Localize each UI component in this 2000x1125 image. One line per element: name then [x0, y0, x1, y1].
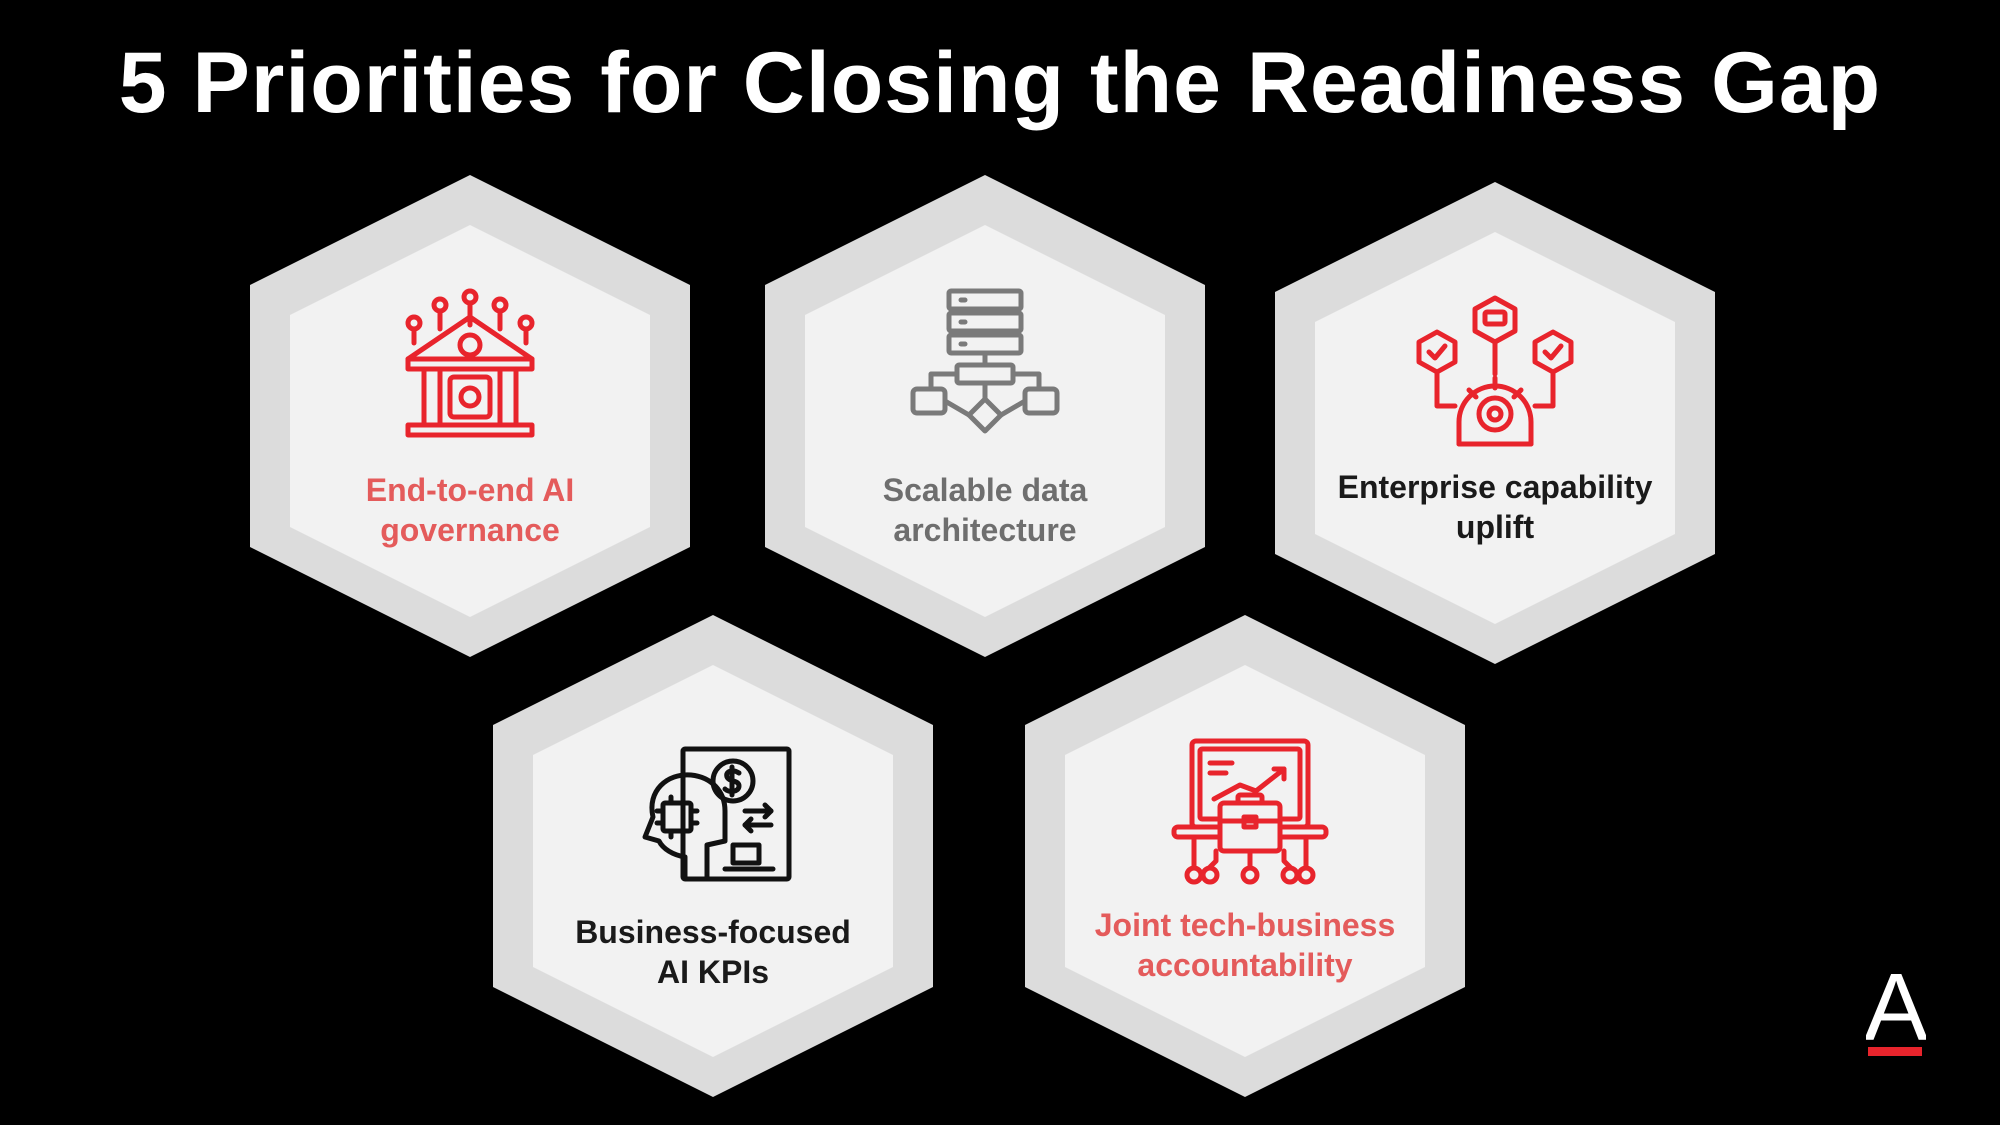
- hexagon-shape: [493, 615, 933, 1097]
- label-line: uplift: [1455, 509, 1535, 545]
- priority-label: Enterprise capability uplift: [1315, 467, 1675, 547]
- label-line: Joint tech-business: [1094, 907, 1396, 943]
- priority-label: End-to-end AI governance: [290, 470, 650, 550]
- page-title: 5 Priorities for Closing the Readiness G…: [118, 35, 1882, 131]
- label-line: Business-focused: [575, 914, 851, 950]
- brand-logo-a-icon: A: [1866, 958, 1926, 1058]
- laptop-briefcase-network-icon: [1171, 738, 1329, 885]
- priority-label: Joint tech-business accountability: [1065, 905, 1425, 985]
- label-line: accountability: [1137, 947, 1353, 983]
- hexagon-shape: [1275, 182, 1715, 664]
- label-line: Enterprise capability: [1337, 469, 1653, 505]
- priority-hexagon-data-architecture: Scalable data architecture: [765, 175, 1205, 657]
- priority-hexagon-capability: Enterprise capability uplift: [1275, 182, 1715, 664]
- hexagon-shape: [1025, 615, 1465, 1097]
- priority-hexagon-accountability: Joint tech-business accountability: [1025, 615, 1465, 1097]
- data-architecture-flowchart-icon: [910, 288, 1060, 434]
- label-line: architecture: [893, 512, 1077, 548]
- brand-logo-underline: [1868, 1047, 1922, 1056]
- priority-hexagon-governance: End-to-end AI governance: [250, 175, 690, 657]
- label-line: Scalable data: [882, 472, 1088, 508]
- priority-label: Business-focused AI KPIs: [533, 912, 893, 992]
- capability-gear-check-icon: [1416, 295, 1574, 447]
- label-line: End-to-end AI: [365, 472, 575, 508]
- svg-text:A: A: [1866, 958, 1926, 1058]
- label-line: AI KPIs: [656, 954, 770, 990]
- hexagon-shape: [765, 175, 1205, 657]
- ai-governance-building-icon: [405, 288, 535, 438]
- ai-kpi-head-dollar-icon: [642, 746, 792, 882]
- priority-label: Scalable data architecture: [805, 470, 1165, 550]
- priority-hexagon-kpis: Business-focused AI KPIs: [493, 615, 933, 1097]
- label-line: governance: [380, 512, 560, 548]
